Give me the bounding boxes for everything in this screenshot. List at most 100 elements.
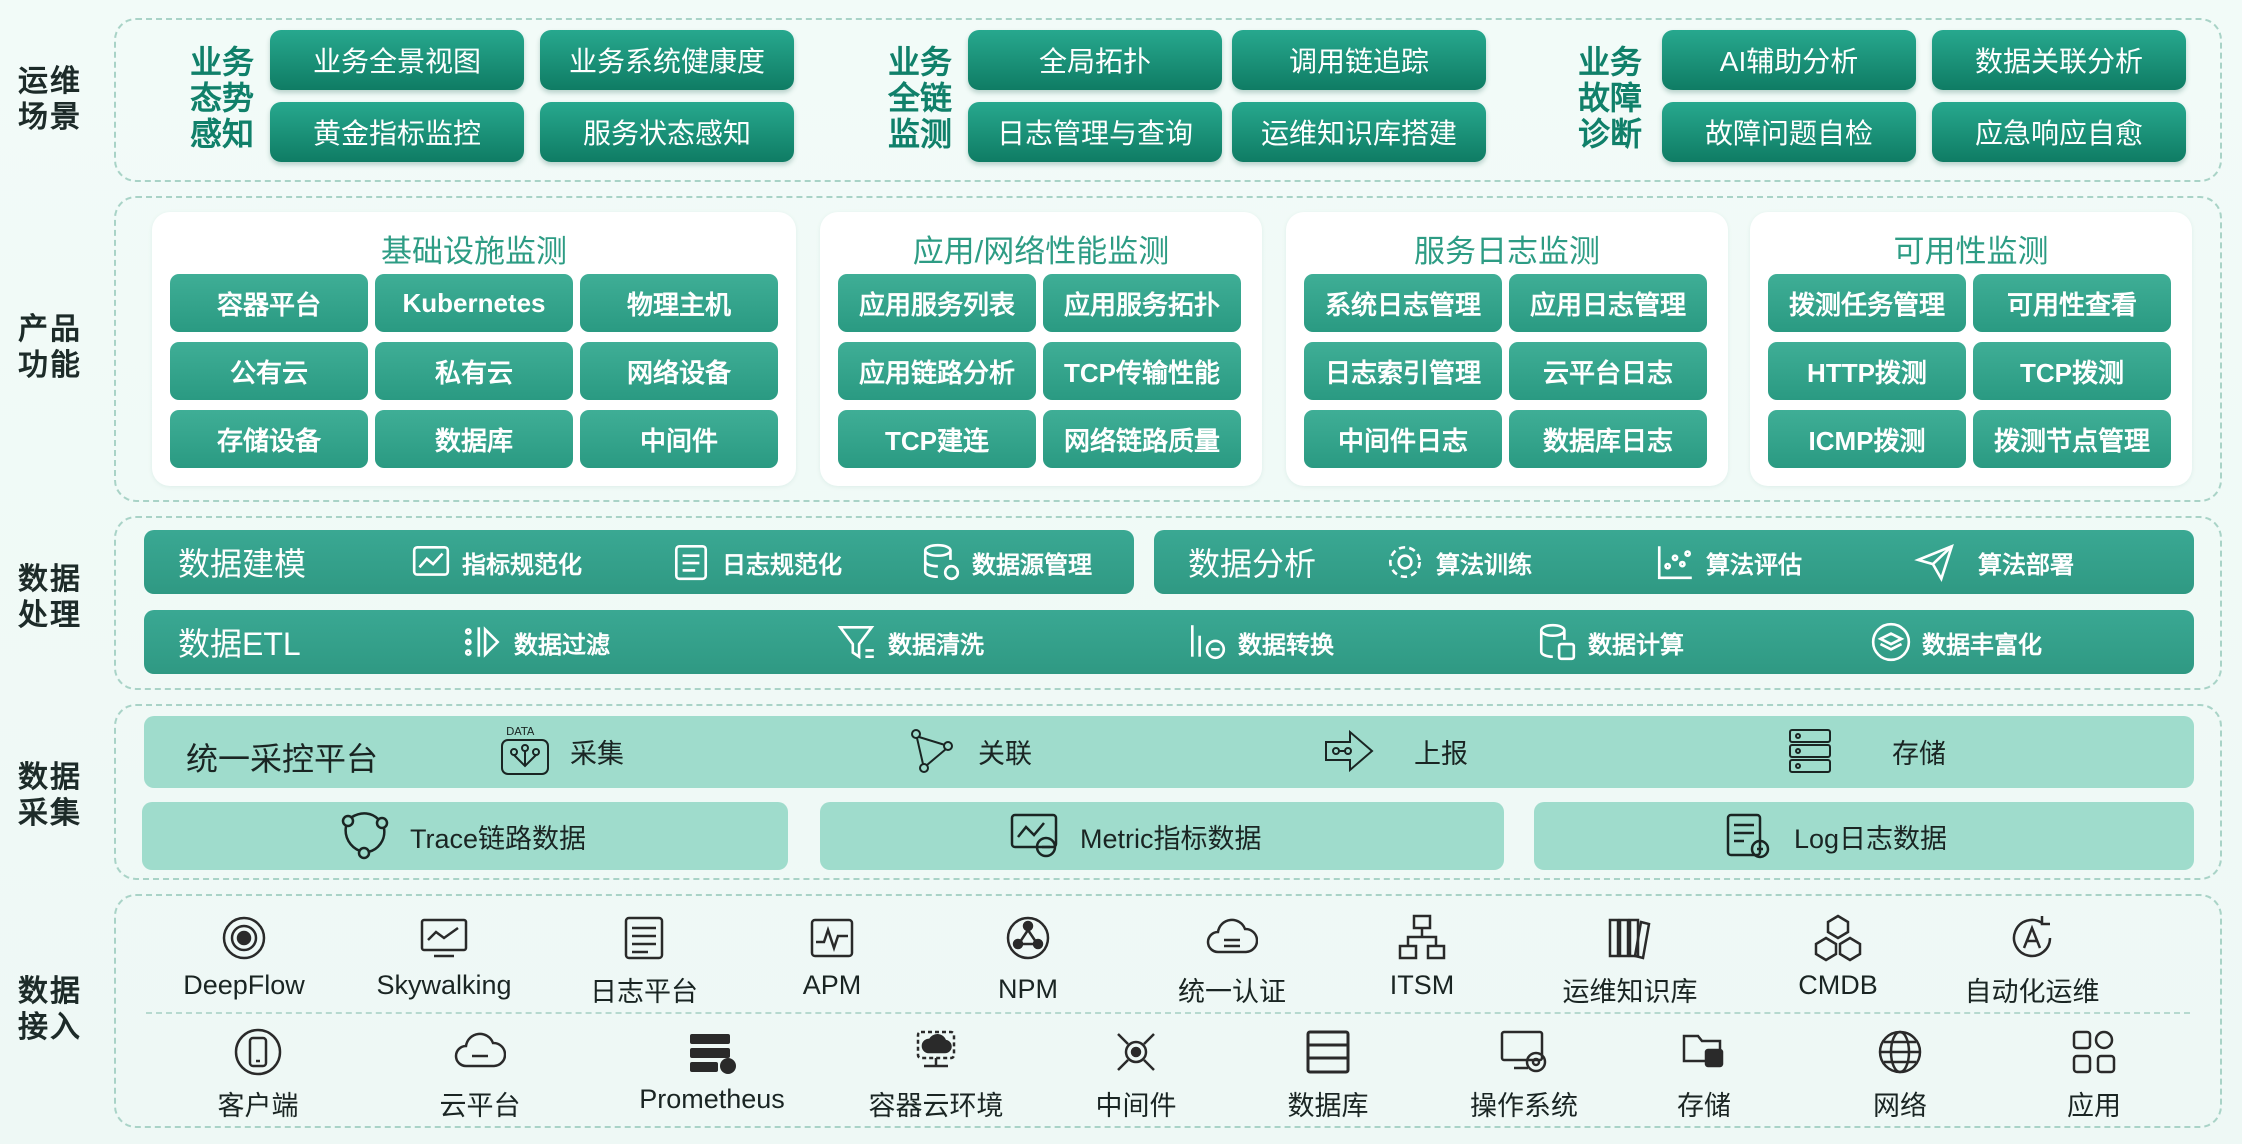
npm-network-icon xyxy=(1006,916,1050,960)
product-chip[interactable]: 网络链路质量 xyxy=(1043,410,1241,468)
scenario-chip[interactable]: AI辅助分析 xyxy=(1662,30,1916,90)
product-chip[interactable]: 物理主机 xyxy=(580,274,778,332)
product-card-availability: 可用性监测 拨测任务管理 可用性查看 HTTP拨测 TCP拨测 ICMP拨测 拨… xyxy=(1750,212,2192,486)
analysis-item[interactable]: 算法训练 xyxy=(1384,541,1532,583)
product-chip[interactable]: 应用服务拓扑 xyxy=(1043,274,1241,332)
scenario-chip[interactable]: 全局拓扑 xyxy=(968,30,1222,90)
product-chip[interactable]: 云平台日志 xyxy=(1509,342,1707,400)
modeling-title: 数据建模 xyxy=(178,546,307,582)
access-source-deepflow[interactable]: DeepFlow xyxy=(154,912,334,1001)
etl-item[interactable]: 数据丰富化 xyxy=(1870,621,2042,663)
scenario-chip[interactable]: 服务状态感知 xyxy=(540,102,794,162)
paper-plane-icon xyxy=(1914,543,1954,583)
middleware-hub-icon xyxy=(1117,1033,1155,1071)
access-source-skywalking[interactable]: Skywalking xyxy=(354,912,534,1001)
layer-label-access: 数据 接入 xyxy=(18,975,82,1044)
etl-item[interactable]: 数据清洗 xyxy=(836,621,984,663)
product-chip[interactable]: 应用链路分析 xyxy=(838,342,1036,400)
product-chip[interactable]: 容器平台 xyxy=(170,274,368,332)
access-source-unified-auth[interactable]: 统一认证 xyxy=(1142,912,1322,1009)
product-chip[interactable]: HTTP拨测 xyxy=(1768,342,1966,400)
collection-item[interactable]: 关联 xyxy=(906,724,1032,778)
product-chip[interactable]: 存储设备 xyxy=(170,410,368,468)
apm-pulse-icon xyxy=(810,918,854,958)
product-chip[interactable]: TCP传输性能 xyxy=(1043,342,1241,400)
collection-item[interactable]: 存储 xyxy=(1784,724,1946,778)
product-chip[interactable]: 中间件日志 xyxy=(1304,410,1502,468)
product-function-panel: 基础设施监测 容器平台 Kubernetes 物理主机 公有云 私有云 网络设备… xyxy=(114,196,2222,502)
os-settings-icon xyxy=(1500,1030,1547,1073)
access-source-database[interactable]: 数据库 xyxy=(1238,1026,1418,1123)
access-source-automation[interactable]: 自动化运维 xyxy=(1942,912,2122,1009)
scenario-chip[interactable]: 日志管理与查询 xyxy=(968,102,1222,162)
product-chip[interactable]: 系统日志管理 xyxy=(1304,274,1502,332)
access-source-application[interactable]: 应用 xyxy=(2004,1026,2184,1123)
data-filter-icon xyxy=(464,626,500,658)
access-source-apm[interactable]: APM xyxy=(742,912,922,1001)
cloud-auth-icon xyxy=(1206,918,1258,954)
product-chip[interactable]: Kubernetes xyxy=(375,274,573,332)
metric-monitor-icon xyxy=(1010,813,1058,858)
product-chip[interactable]: 数据库 xyxy=(375,410,573,468)
analysis-band: 数据分析 算法训练 算法评估 算法部署 xyxy=(1154,530,2194,594)
product-card-apm: 应用/网络性能监测 应用服务列表 应用服务拓扑 应用链路分析 TCP传输性能 T… xyxy=(820,212,1262,486)
log-document-icon xyxy=(674,544,708,581)
collection-item[interactable]: 上报 xyxy=(1322,724,1468,778)
access-source-storage[interactable]: 存储 xyxy=(1614,1026,1794,1123)
scenario-chip[interactable]: 运维知识库搭建 xyxy=(1232,102,1486,162)
etl-item[interactable]: 数据转换 xyxy=(1186,621,1334,663)
access-source-log-platform[interactable]: 日志平台 xyxy=(554,912,734,1009)
product-chip[interactable]: 日志索引管理 xyxy=(1304,342,1502,400)
access-source-npm[interactable]: NPM xyxy=(938,912,1118,1005)
product-chip[interactable]: 应用日志管理 xyxy=(1509,274,1707,332)
product-chip[interactable]: 私有云 xyxy=(375,342,573,400)
product-chip[interactable]: 中间件 xyxy=(580,410,778,468)
data-processing-panel: 数据建模 指标规范化 日志规范化 数据源管理 数据分析 算法训练 算法评估 算法… xyxy=(114,516,2222,690)
access-source-ops-knowledge[interactable]: 运维知识库 xyxy=(1540,912,1720,1009)
access-source-cmdb[interactable]: CMDB xyxy=(1748,912,1928,1001)
scenario-chip[interactable]: 业务系统健康度 xyxy=(540,30,794,90)
etl-item[interactable]: 数据计算 xyxy=(1536,621,1684,663)
layer-label-collection: 数据 采集 xyxy=(18,761,82,830)
modeling-item[interactable]: 日志规范化 xyxy=(670,541,842,583)
product-chip[interactable]: 公有云 xyxy=(170,342,368,400)
modeling-item[interactable]: 数据源管理 xyxy=(920,541,1092,583)
access-source-container-cloud[interactable]: 容器云环境 xyxy=(846,1026,1026,1123)
product-chip[interactable]: 拨测任务管理 xyxy=(1768,274,1966,332)
access-source-prometheus[interactable]: Prometheus xyxy=(622,1026,802,1115)
access-source-client[interactable]: 客户端 xyxy=(168,1026,348,1123)
access-source-network[interactable]: 网络 xyxy=(1810,1026,1990,1123)
collection-item[interactable]: DATA 采集 xyxy=(498,724,624,778)
scenario-chip[interactable]: 应急响应自愈 xyxy=(1932,102,2186,162)
scenario-chip[interactable]: 数据关联分析 xyxy=(1932,30,2186,90)
product-chip[interactable]: ICMP拨测 xyxy=(1768,410,1966,468)
log-data-band[interactable]: Log日志数据 xyxy=(1534,802,2194,870)
trace-data-band[interactable]: Trace链路数据 xyxy=(142,802,788,870)
access-source-cloud-platform[interactable]: 云平台 xyxy=(390,1026,570,1123)
access-source-itsm[interactable]: ITSM xyxy=(1332,912,1512,1001)
scenario-chip[interactable]: 调用链追踪 xyxy=(1232,30,1486,90)
metric-data-band[interactable]: Metric指标数据 xyxy=(820,802,1504,870)
product-chip[interactable]: TCP拨测 xyxy=(1973,342,2171,400)
metric-chart-icon xyxy=(412,545,450,576)
product-chip[interactable]: 网络设备 xyxy=(580,342,778,400)
algorithm-training-icon xyxy=(1388,545,1422,579)
product-chip[interactable]: TCP建连 xyxy=(838,410,1036,468)
product-chip[interactable]: 数据库日志 xyxy=(1509,410,1707,468)
analysis-item[interactable]: 算法评估 xyxy=(1654,541,1802,583)
log-data-label: Log日志数据 xyxy=(1794,823,1948,854)
monitor-chart-icon xyxy=(420,918,468,958)
globe-icon xyxy=(1878,1030,1922,1074)
scenario-chip[interactable]: 故障问题自检 xyxy=(1662,102,1916,162)
product-chip[interactable]: 应用服务列表 xyxy=(838,274,1036,332)
scenario-group-label: 业务 故障 诊断 xyxy=(1577,44,1642,152)
etl-item[interactable]: 数据过滤 xyxy=(462,621,610,663)
scenario-chip[interactable]: 黄金指标监控 xyxy=(270,102,524,162)
modeling-item[interactable]: 指标规范化 xyxy=(410,541,582,583)
analysis-item[interactable]: 算法部署 xyxy=(1914,541,2074,583)
product-chip[interactable]: 拨测节点管理 xyxy=(1973,410,2171,468)
scenario-chip[interactable]: 业务全景视图 xyxy=(270,30,524,90)
access-source-os[interactable]: 操作系统 xyxy=(1434,1026,1614,1123)
access-source-middleware[interactable]: 中间件 xyxy=(1046,1026,1226,1123)
product-chip[interactable]: 可用性查看 xyxy=(1973,274,2171,332)
